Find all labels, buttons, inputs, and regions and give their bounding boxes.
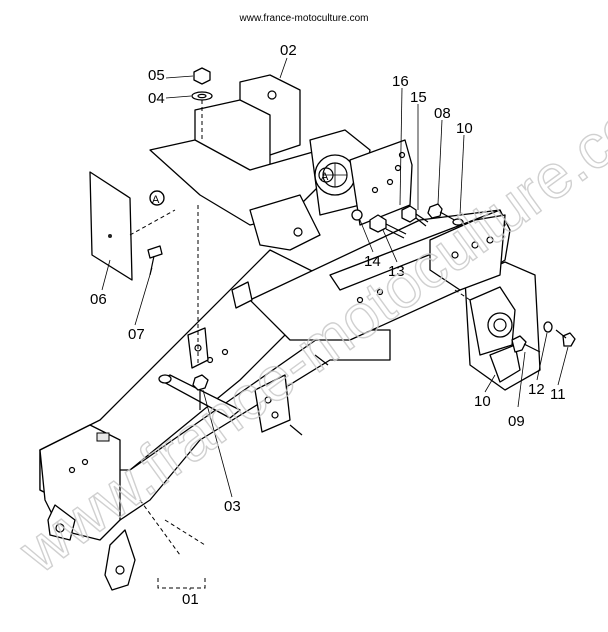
callout-16: 16 — [392, 73, 409, 90]
site-url: www.france-motoculture.com — [239, 13, 369, 24]
side-plate — [89, 171, 176, 281]
callout-10-bottom: 10 — [474, 393, 491, 410]
long-bolt — [192, 205, 209, 410]
marker-a-letter: A — [152, 194, 160, 206]
callout-11: 11 — [550, 386, 566, 403]
callout-01: 01 — [182, 591, 199, 608]
callout-05: 05 — [148, 67, 165, 84]
callout-09: 09 — [508, 413, 525, 430]
callout-labels: 02 05 04 06 07 03 01 16 15 08 10 14 13 1… — [90, 42, 566, 608]
rear-bracket — [427, 203, 576, 391]
callout-08: 08 — [434, 105, 451, 122]
marker-a-letter-housing: A — [321, 171, 329, 183]
callout-12: 12 — [528, 381, 545, 398]
main-frame — [39, 209, 511, 591]
callout-02: 02 — [280, 42, 297, 59]
reference-marker-a: A A — [149, 167, 334, 206]
nut-washer — [191, 67, 213, 140]
callout-03: 03 — [224, 498, 241, 515]
callout-07: 07 — [128, 326, 145, 343]
callout-06: 06 — [90, 291, 107, 308]
part-01-dashed-bracket — [139, 499, 206, 590]
callout-14: 14 — [364, 253, 381, 270]
callout-10-top: 10 — [456, 120, 473, 137]
housing-bracket — [149, 74, 413, 251]
callout-13: 13 — [388, 263, 405, 280]
callout-15: 15 — [410, 89, 427, 106]
bolts-group — [351, 205, 429, 239]
leader-lines — [101, 57, 569, 498]
callout-04: 04 — [148, 90, 165, 107]
